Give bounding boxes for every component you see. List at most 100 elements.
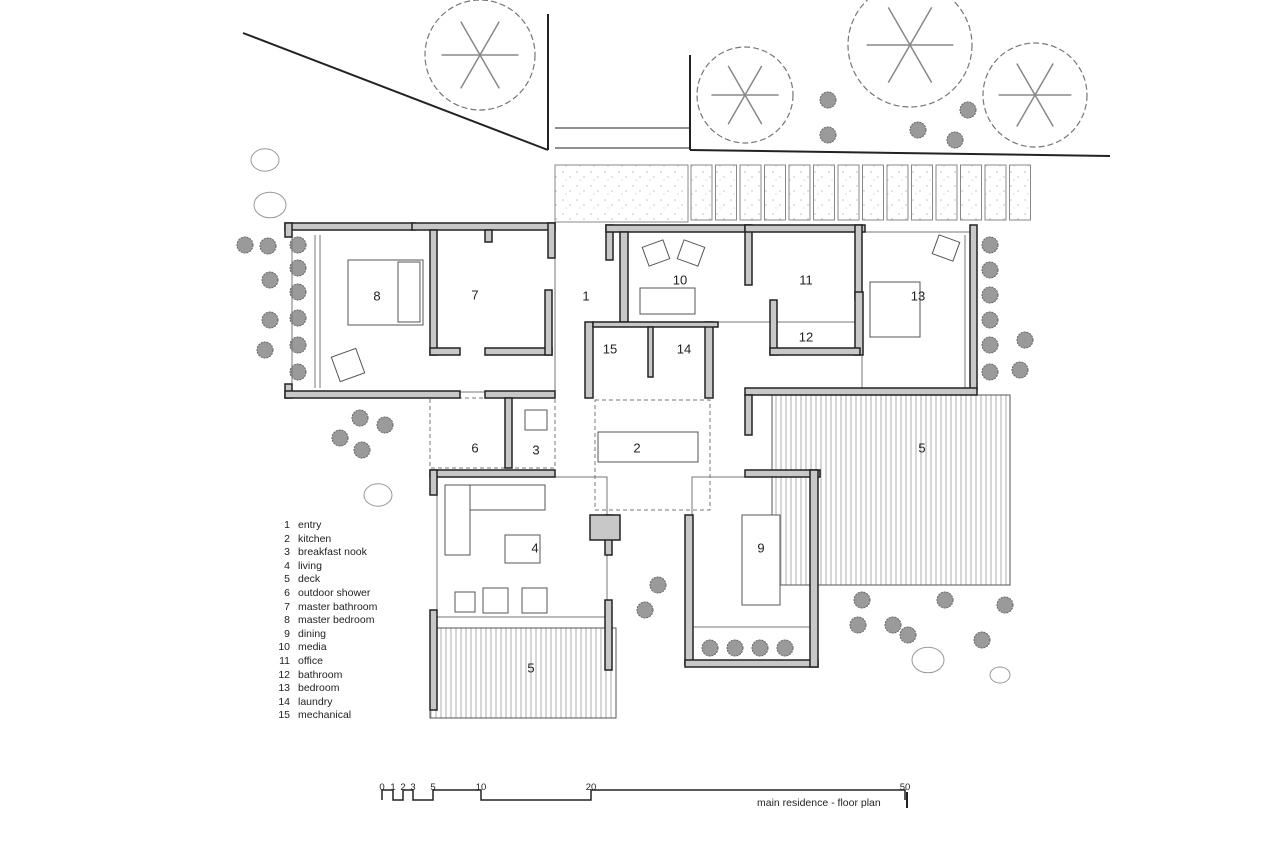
room-number-label: 4 [531,540,539,556]
shrub-icon [701,639,719,657]
legend-label: deck [298,573,321,586]
wall [619,231,629,323]
room-number-label: 14 [676,341,692,357]
legend-number: 7 [284,600,290,613]
wall [429,469,556,478]
wall [429,347,461,356]
rock-icon [989,666,1011,684]
legend-number: 9 [284,627,290,640]
paving-slab [837,164,860,221]
wall [504,397,513,469]
rock-icon [250,148,280,172]
legend-number: 14 [278,695,290,708]
wall [411,222,556,231]
rock-icon [363,483,393,507]
room-number-label: 6 [471,440,479,456]
shrub-icon [959,101,977,119]
wall [284,222,293,238]
room-number-label: 7 [471,287,479,303]
wall [604,599,613,671]
shrub-icon [981,236,999,254]
shrub-icon [289,309,307,327]
shrub-icon [884,616,902,634]
legend-number: 5 [284,573,290,586]
paving-slab [788,164,811,221]
trees [250,0,1088,684]
wall [744,224,866,233]
legend-number: 10 [278,641,290,654]
legend-label: living [298,559,322,572]
legend-label: kitchen [298,532,332,545]
room-number-label: 2 [633,440,641,456]
shrub-icon [981,311,999,329]
wall [484,347,553,356]
scale-bar-line [381,789,906,801]
legend-label: master bathroom [298,600,378,613]
shrub-icon [981,363,999,381]
paving-slab [960,164,982,221]
paving-slab [862,164,884,221]
deck-south [429,627,617,719]
paving-slab [813,164,835,221]
legend-item: 7 master bathroom [276,601,377,615]
room-number-label: 5 [527,660,535,676]
shrub-icon [1011,361,1029,379]
legend-label: mechanical [298,709,352,722]
shrub-icon [261,271,279,289]
legend-number: 4 [284,559,290,572]
wall [854,291,864,356]
deck-east [771,394,1011,586]
paving-slab [690,164,713,221]
wall [744,394,753,436]
legend-label: master bedroom [298,614,375,627]
room-number-label: 5 [918,440,926,456]
shrub-icon [289,363,307,381]
wall [429,469,438,496]
legend-label: breakfast nook [298,546,367,559]
paving-slab [764,164,786,221]
legend-number: 8 [284,614,290,627]
paving-slab [715,164,737,221]
wall [769,347,861,356]
legend-number: 1 [284,519,290,531]
shrub-icon [726,639,744,657]
furniture [330,234,961,614]
tree-icon [424,0,536,111]
scale-tick-label: 1 [390,782,396,793]
wall [284,390,461,399]
wall [769,299,778,356]
rock-icon [253,191,287,219]
paving-slab [935,164,958,221]
shrub-icon [261,311,279,329]
wall [589,514,621,541]
shrub-icon [853,591,871,609]
shrub-icon [236,236,254,254]
shrub-icon [909,121,927,139]
scale-tick-label: 2 [400,782,406,793]
tree-icon [982,42,1088,148]
shrub-icon [819,126,837,144]
wall [484,229,493,243]
room-number-label: 15 [602,341,618,357]
shrub-icon [899,626,917,644]
scale-bar [381,789,908,808]
scale-tick-label: 20 [585,782,597,793]
paving-slab [911,164,933,221]
wall [744,224,753,286]
shrub-icon [1016,331,1034,349]
shrub-icon [636,601,654,619]
wall [544,289,553,356]
wall [547,222,556,259]
wall [605,224,751,233]
legend-number: 13 [278,682,290,695]
scale-tick-label: 10 [475,782,487,793]
walls [284,222,978,711]
shrub-icon [981,261,999,279]
shrub-icon [331,429,349,447]
room-number-label: 11 [799,272,813,288]
